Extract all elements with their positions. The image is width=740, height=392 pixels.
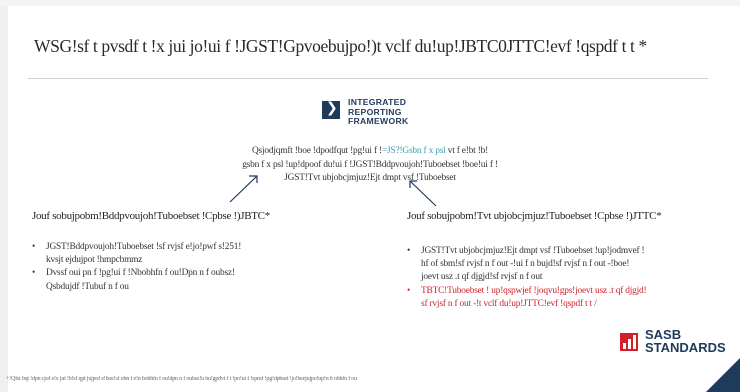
issb-list: JGST!Tvt ubjobcjmjuz!Ejt dmpt vsf !Tuboe… [407,245,722,311]
principles-line-3: JGST!Tvt ubjobcjmjuz!Ejt dmpt vsf !Tuboe… [284,173,456,184]
sasb-standards-logo: SASB STANDARDS [620,325,726,359]
principles-text: Qsjodjqmft !boe !dpodfqut !pg!ui f !=JS?… [200,145,540,186]
slide-left-edge [0,0,8,392]
list-item: JGST!Tvt ubjobcjmjuz!Ejt dmpt vsf !Tuboe… [407,245,722,285]
principles-line-2: gsbn f x psl !up!dpoof du!ui f !JGST!Bdd… [242,159,498,170]
slide-title: WSG!sf t pvsdf t !x jui jo!ui f !JGST!Gp… [34,36,647,56]
ir-framework-link: =JS?!Gsbn f x psl [381,146,446,156]
list-item: JGST!Bddpvoujoh!Tuboebset !sf rvjsf e!jo… [32,241,322,267]
sasb-logo-text: SASB STANDARDS [645,327,726,355]
chevron-right-icon: ❯ [322,100,340,119]
slide-top-edge [0,0,740,6]
integrated-reporting-logo: ❯ INTEGRATED REPORTING FRAMEWORK [322,97,462,134]
iasb-list: JGST!Bddpvoujoh!Tuboebset !sf rvjsf e!jo… [32,241,322,294]
footnote: +!Qfsi bqt !dpn cjof e!x jui !b!sf qpt j… [6,376,357,382]
arrow-to-iasb-icon [229,175,258,203]
bar-chart-icon [620,333,638,351]
arrow-to-issb-icon [409,180,437,207]
corner-decoration [706,358,740,392]
principles-line-1: Qsjodjqmft !boe !dpodfqut !pg!ui f !=JS?… [251,146,489,156]
iasb-heading: Jouf sobujpobm!Bddpvoujoh!Tuboebset !Cpb… [32,210,270,222]
ir-logo-text: INTEGRATED REPORTING FRAMEWORK [348,97,409,126]
issb-heading: Jouf sobujpobm!Tvt ubjobcjmjuz!Tuboebset… [407,210,662,222]
title-divider [28,78,708,79]
list-item-highlighted: TBTC!Tuboebset ! up!qspwjef !joqvu!gps!j… [407,285,722,311]
list-item: Dvssf oui pn f !pg!ui f !Nbobhfn f ou!Dp… [32,267,322,293]
